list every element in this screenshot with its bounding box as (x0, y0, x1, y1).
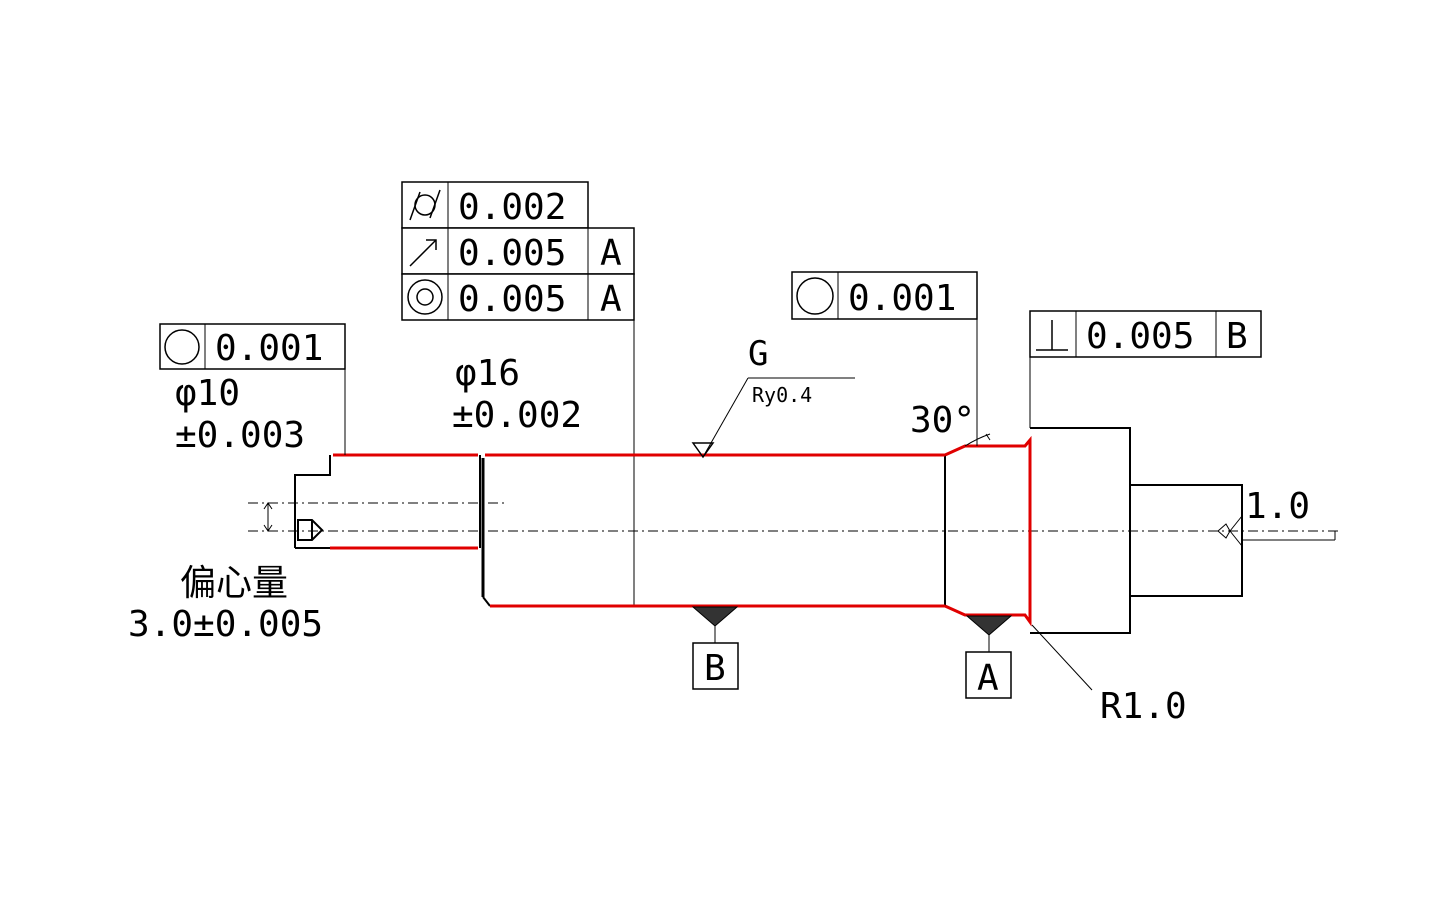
fcf-row2-tolerance: 0.005 (458, 233, 566, 274)
eccentric-value: 3.0±0.005 (128, 604, 323, 645)
phi10-tolerance: ±0.003 (175, 415, 305, 456)
fcf-perp-tolerance: 0.005 (1086, 316, 1194, 357)
radius-annotation: R1.0 (1031, 624, 1187, 727)
fcf-left-tolerance: 0.001 (215, 328, 323, 369)
fcf-row3-tolerance: 0.005 (458, 279, 566, 320)
right-dimension: 1.0 (1245, 486, 1310, 527)
angle-annotation: 30° (910, 400, 991, 447)
fcf-row2-datum: A (600, 233, 622, 274)
center-lines (248, 502, 1338, 541)
circularity-icon (164, 329, 200, 365)
concentricity-icon (407, 279, 443, 315)
runout-icon (409, 239, 437, 267)
phi10-diameter: φ10 (175, 373, 240, 414)
phi16-diameter: φ16 (455, 353, 520, 394)
highlighted-surfaces (330, 435, 1032, 627)
fcf-left-circularity: 0.001 (159, 323, 346, 455)
phi16-tolerance: ±0.002 (452, 395, 582, 436)
cylindricity-icon (409, 189, 441, 221)
datum-b: B (691, 606, 739, 690)
fcf-perp-datum: B (1226, 316, 1248, 357)
circularity-icon (796, 277, 834, 315)
grinding-mark: G (748, 334, 768, 374)
datum-a-label: A (977, 658, 999, 699)
fcf-row1-tolerance: 0.002 (458, 187, 566, 228)
fcf-stack: 0.002 0.005 A 0.005 A (401, 181, 635, 321)
fcf-right-circularity: 0.001 (791, 271, 978, 446)
fcf-right-tolerance: 0.001 (848, 278, 956, 319)
radius-value: R1.0 (1100, 686, 1187, 727)
fcf-perpendicularity: 0.005 B (1029, 310, 1262, 428)
surface-finish-symbol: G Ry0.4 (691, 334, 855, 459)
roughness-value: Ry0.4 (752, 383, 812, 407)
datum-a: A (965, 615, 1013, 699)
datum-b-label: B (704, 648, 726, 689)
perpendicularity-icon (1036, 320, 1068, 351)
fcf-row3-datum: A (600, 279, 622, 320)
part-outline (294, 318, 1243, 634)
angle-value: 30° (910, 400, 975, 441)
eccentric-label: 偏心量 (180, 563, 288, 604)
